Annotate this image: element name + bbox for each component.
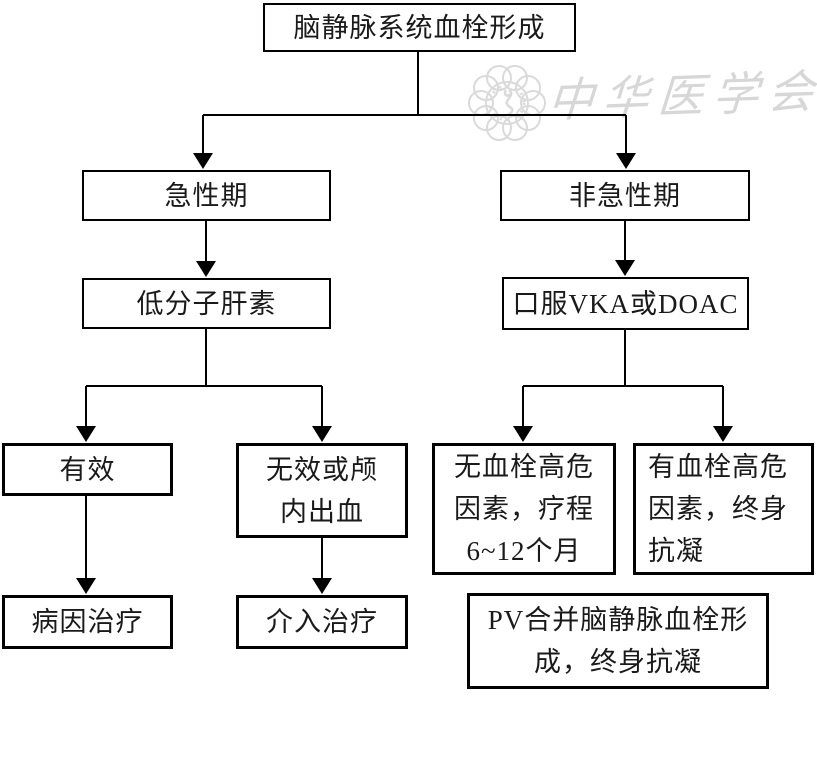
node-label: 急性期: [164, 180, 249, 211]
node-etiological-treatment: 病因治疗: [2, 595, 173, 649]
node-no-high-risk-factors: 无血栓高危 因素，疗程 6~12个月: [432, 443, 616, 575]
node-label: 介入治疗: [266, 607, 378, 637]
node-label: 非急性期: [569, 180, 681, 211]
cma-seal-icon: [468, 65, 546, 141]
node-interventional-treatment: 介入治疗: [236, 595, 408, 649]
node-label: 无血栓高危 因素，疗程 6~12个月: [454, 452, 594, 566]
node-ineffective-or-intracranial-hemorrhage: 无效或颅 内出血: [236, 443, 408, 538]
node-effective: 有效: [2, 443, 173, 496]
node-label: PV合并脑静脉血栓形 成，终身抗凝: [487, 605, 749, 677]
node-pv-with-cvt: PV合并脑静脉血栓形 成，终身抗凝: [467, 593, 769, 689]
node-label: 口服VKA或DOAC: [512, 288, 739, 319]
node-label: 有效: [59, 454, 116, 485]
node-oral-vka-or-doac: 口服VKA或DOAC: [502, 277, 749, 330]
node-label: 有血栓高危 因素，终身 抗凝: [648, 452, 788, 566]
node-low-molecular-weight-heparin: 低分子肝素: [82, 278, 331, 329]
node-acute-phase: 急性期: [82, 170, 331, 221]
node-high-risk-factors: 有血栓高危 因素，终身 抗凝: [633, 443, 814, 575]
node-label: 低分子肝素: [136, 288, 277, 319]
node-cerebral-venous-thrombosis: 脑静脉系统血栓形成: [263, 3, 576, 52]
node-label: 脑静脉系统血栓形成: [293, 12, 546, 43]
node-non-acute-phase: 非急性期: [500, 170, 750, 221]
cma-watermark-text: 中华医学会: [546, 65, 817, 127]
node-label: 病因治疗: [31, 607, 144, 637]
node-label: 无效或颅 内出血: [266, 454, 378, 527]
